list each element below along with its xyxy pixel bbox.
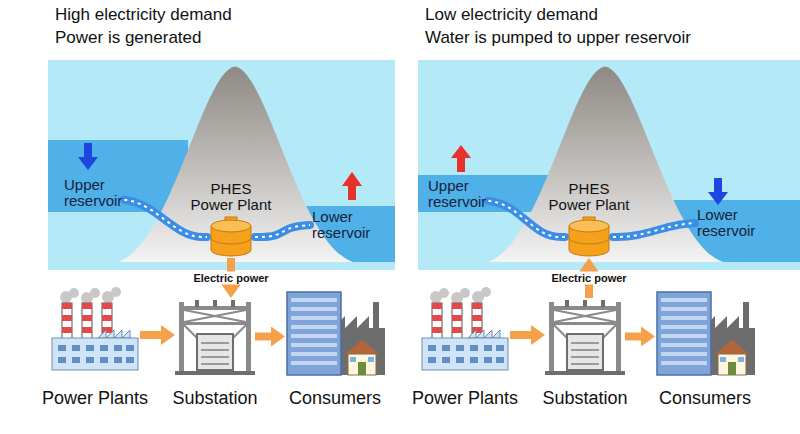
turbine-band	[211, 238, 251, 244]
power-arrow	[510, 331, 531, 339]
power-arrow	[255, 333, 271, 341]
edge-label: Electric power	[548, 272, 629, 285]
heading-text: Power is generated	[55, 26, 232, 49]
level-down-arrow	[708, 178, 728, 205]
water-pipe	[613, 223, 695, 237]
pipe-flow	[255, 225, 310, 237]
turbine-shape	[207, 216, 255, 258]
icon-label-slot: Power Plants	[42, 388, 148, 409]
reservoir-label-box: Lower reservoir	[310, 208, 372, 242]
reservoir-label: Lower reservoir	[697, 207, 755, 239]
sky	[48, 60, 395, 270]
icon-label: Substation	[542, 388, 627, 409]
edge-label-slot: Electric power	[548, 272, 629, 285]
panel-heading: Low electricity demandWater is pumped to…	[425, 3, 691, 49]
edge-label-slot: Electric power	[190, 272, 271, 285]
icon-label: Power Plants	[412, 388, 518, 409]
power-plant-unit: PHES Power Plant	[565, 216, 613, 258]
icon-label: Consumers	[659, 388, 751, 409]
reservoir-label-box: Upper reservoir	[62, 176, 124, 210]
mountain	[488, 67, 723, 263]
power-plant-icon	[422, 287, 508, 370]
power-arrow	[140, 331, 161, 339]
plant-label-slot: PHES Power Plant	[547, 181, 631, 213]
panel: Low electricity demandWater is pumped to…	[418, 60, 800, 430]
plant-label-slot: PHES Power Plant	[189, 181, 273, 213]
panel-heading: High electricity demandPower is generate…	[55, 3, 232, 49]
icon-label-slot: Substation	[542, 388, 627, 409]
turbine-band	[569, 238, 609, 244]
reservoir-label-box: Upper reservoir	[426, 177, 488, 211]
icon-label: Consumers	[289, 388, 381, 409]
icon-label: Power Plants	[42, 388, 148, 409]
consumers-icon: Consumers	[655, 288, 755, 375]
turbine-top	[569, 220, 609, 232]
icon-label-slot: Consumers	[289, 388, 381, 409]
turbine-shape	[565, 216, 613, 258]
panel: High electricity demandPower is generate…	[48, 60, 395, 430]
substation-icon: Substation	[175, 298, 255, 375]
reservoir-label: Upper reservoir	[64, 177, 122, 209]
heading-text: Water is pumped to upper reservoir	[425, 26, 691, 49]
power-plant-icon: Power Plants	[50, 288, 140, 372]
heading-text: High electricity demand	[55, 3, 232, 26]
power-arrow	[625, 333, 641, 341]
level-up-arrow	[342, 172, 362, 200]
reservoir-label-box: Lower reservoir	[695, 206, 757, 240]
power-plant-icon	[52, 287, 138, 370]
water-pipe	[255, 225, 310, 237]
plant-label: PHES Power Plant	[547, 181, 631, 213]
consumers-icon	[657, 292, 755, 375]
reservoir-label: Lower reservoir	[312, 209, 370, 241]
icon-label-slot: Consumers	[659, 388, 751, 409]
level-down-arrow	[78, 143, 98, 170]
heading-text: Low electricity demand	[425, 3, 691, 26]
icon-label-slot: Substation	[172, 388, 257, 409]
substation-icon: Substation	[545, 298, 625, 375]
turbine-top	[211, 220, 251, 232]
substation-icon	[175, 300, 255, 375]
icon-label: Substation	[172, 388, 257, 409]
icon-label-slot: Power Plants	[412, 388, 518, 409]
power-plant-unit: PHES Power Plant	[207, 216, 255, 258]
edge-label: Electric power	[190, 272, 271, 285]
sky	[418, 60, 800, 270]
plant-label: PHES Power Plant	[189, 181, 273, 213]
pipe-flow	[613, 223, 695, 237]
reservoir-label: Upper reservoir	[428, 178, 486, 210]
substation-icon	[545, 300, 625, 375]
pumping-scene	[418, 60, 800, 375]
consumers-icon	[287, 292, 385, 375]
power-plant-icon: Power Plants	[420, 288, 510, 372]
level-up-arrow	[451, 145, 471, 172]
consumers-icon: Consumers	[285, 288, 385, 375]
generating-scene	[48, 60, 395, 375]
